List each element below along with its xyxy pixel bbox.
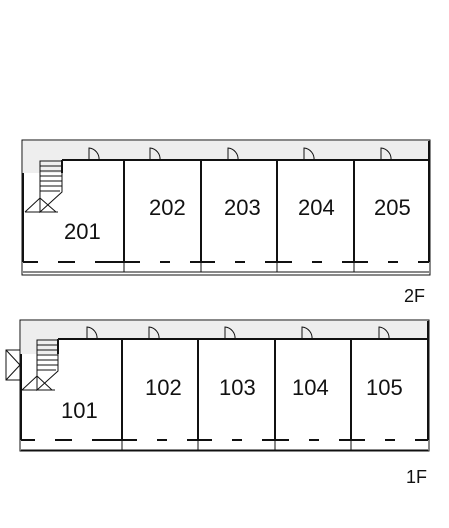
unit-204-label: 204	[298, 195, 335, 220]
unit-205-label: 205	[374, 195, 411, 220]
floor-1f-entrance	[5, 349, 21, 381]
unit-101-label: 101	[61, 398, 98, 423]
unit-102-label: 102	[145, 375, 182, 400]
floor-2f-doors	[88, 147, 392, 161]
floor-1f-label: 1F	[406, 467, 427, 487]
unit-201-label: 201	[64, 219, 101, 244]
unit-203-label: 203	[224, 195, 261, 220]
floor-2f-balcony-rail	[23, 262, 429, 273]
floor-1f-plan: 101 102 103 104 105 1F	[5, 319, 430, 487]
unit-105-label: 105	[366, 375, 403, 400]
unit-104-label: 104	[292, 375, 329, 400]
floor-1f-staircase	[21, 339, 59, 392]
floor-1f-doors	[86, 326, 390, 340]
floor-1f-balcony-rail	[21, 440, 428, 451]
unit-103-label: 103	[219, 375, 256, 400]
floor-2f-label: 2F	[404, 286, 425, 306]
unit-202-label: 202	[149, 195, 186, 220]
floor-2f-plan: 201 202 203 204 205 2F	[21, 139, 431, 306]
floor-2f-corridor	[23, 141, 429, 173]
floor-2f-staircase	[24, 160, 63, 214]
